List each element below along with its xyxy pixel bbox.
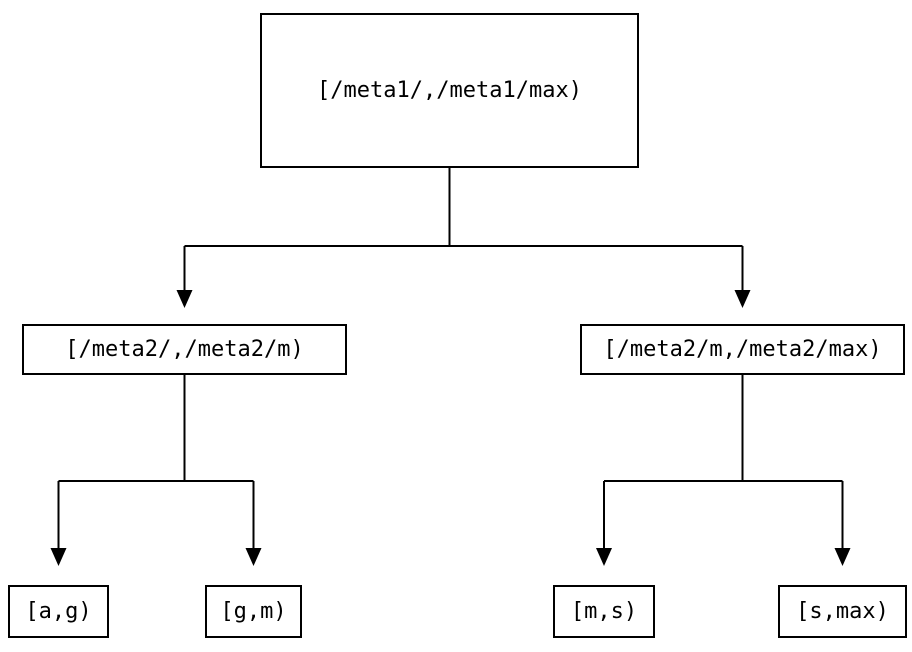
node-leaf-a-g: [a,g): [8, 585, 109, 638]
node-root-meta1-range: [/meta1/,/meta1/max): [260, 13, 639, 168]
node-label: [m,s): [570, 598, 638, 624]
node-label: [s,max): [796, 598, 889, 624]
edge-leftmid-stem: [57, 375, 255, 549]
node-meta2-left-range: [/meta2/,/meta2/m): [22, 324, 347, 375]
edge-rightmid-stem: [603, 375, 844, 549]
edge-root-stem: [183, 168, 744, 291]
arrow-down-icon: [50, 548, 67, 566]
node-label: [/meta2/m,/meta2/max): [603, 336, 882, 362]
arrow-down-icon: [834, 548, 851, 566]
node-meta2-right-range: [/meta2/m,/meta2/max): [580, 324, 905, 375]
arrow-down-icon: [596, 548, 612, 566]
arrow-down-icon: [734, 290, 751, 308]
arrow-down-icon: [245, 548, 262, 566]
node-leaf-g-m: [g,m): [205, 585, 302, 638]
node-leaf-s-max: [s,max): [778, 585, 907, 638]
node-label: [/meta1/,/meta1/max): [317, 77, 582, 103]
node-leaf-m-s: [m,s): [553, 585, 655, 638]
node-label: [g,m): [220, 598, 287, 624]
node-label: [/meta2/,/meta2/m): [65, 336, 304, 362]
node-label: [a,g): [25, 598, 92, 624]
arrow-down-icon: [176, 290, 193, 308]
